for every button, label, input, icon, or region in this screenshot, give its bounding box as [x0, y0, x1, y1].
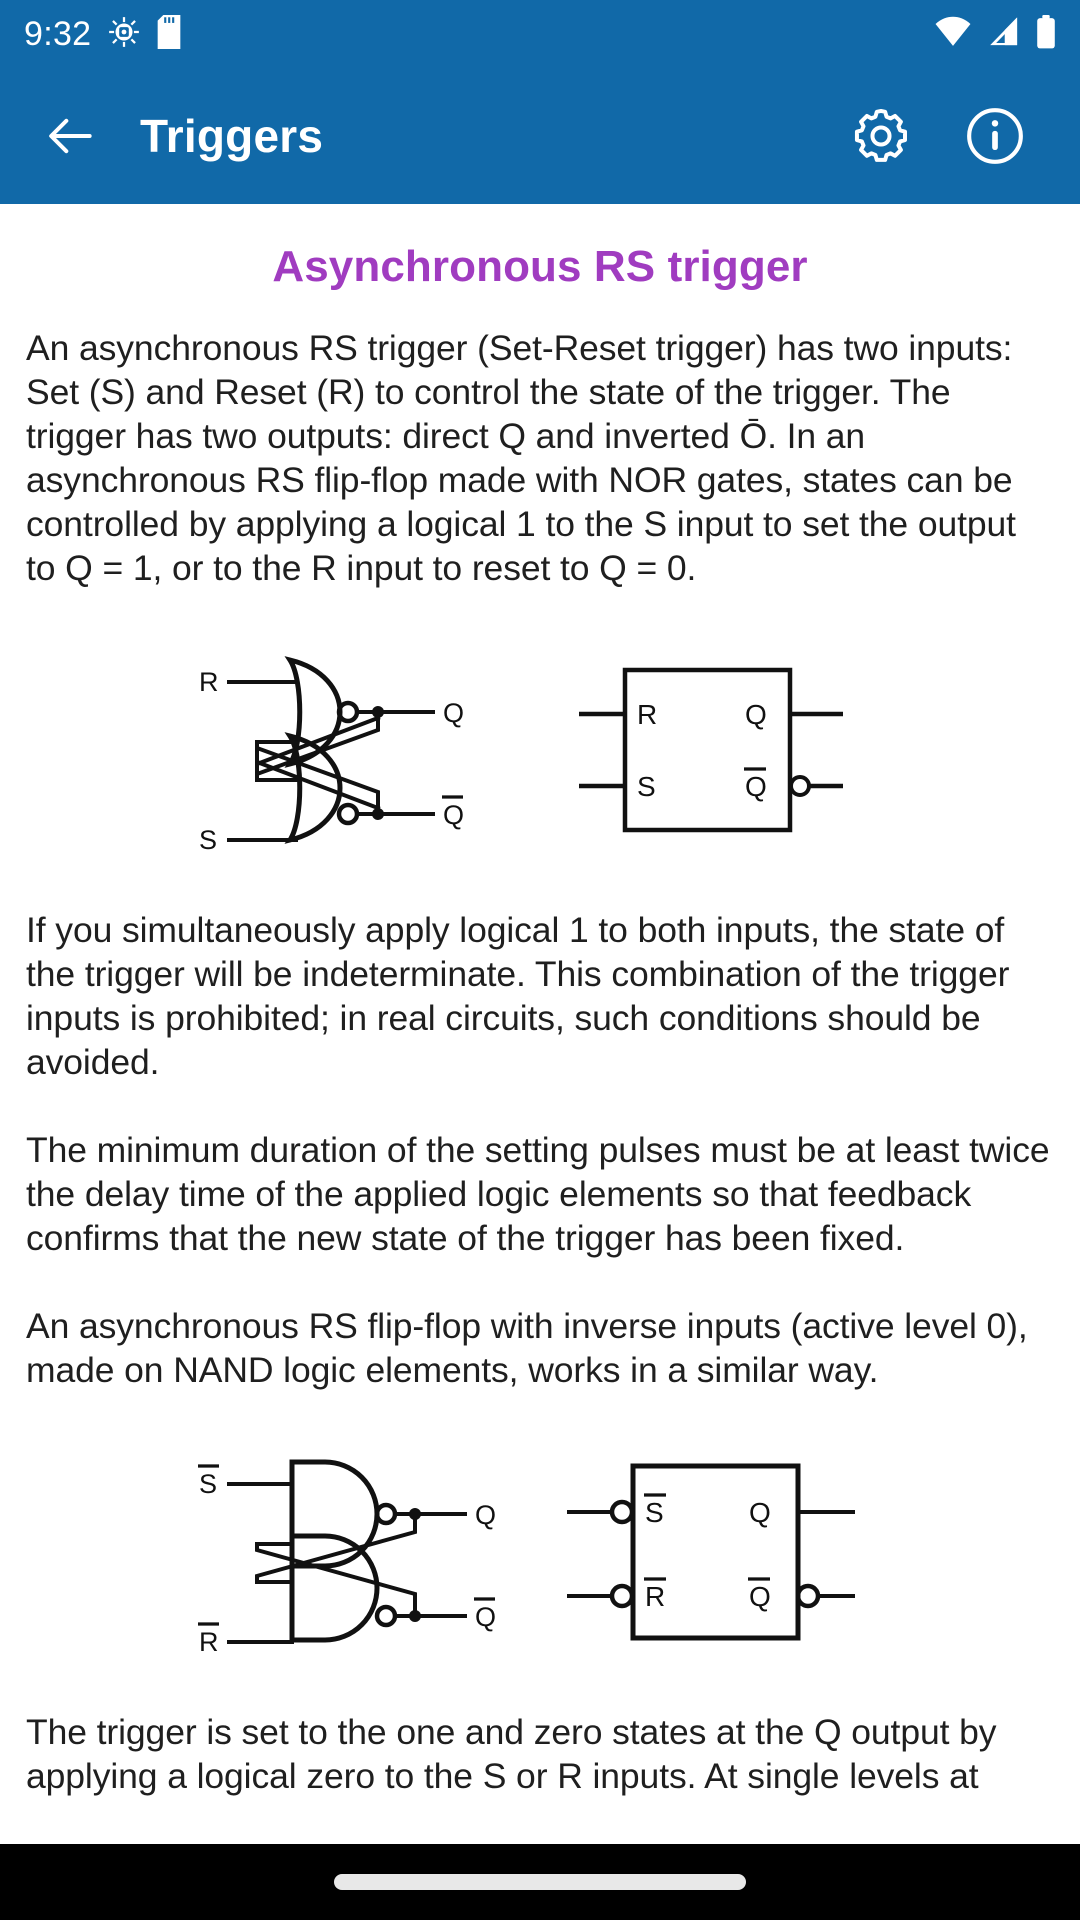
sd-card-icon: [157, 14, 181, 54]
app-bar-title: Triggers: [140, 110, 324, 162]
status-bar: 9:32: [0, 0, 1080, 68]
paragraph-5: The trigger is set to the one and zero s…: [26, 1712, 997, 1797]
app-bar: Triggers: [0, 68, 1080, 204]
info-icon: [967, 108, 1023, 164]
nor-rs-flip-flop-diagram: R S Q Q R S Q: [199, 656, 843, 855]
label-gate-input-bottom: S: [199, 825, 217, 855]
status-bar-right: [934, 14, 1056, 54]
label-gate-output-bottom: Q: [475, 1602, 496, 1632]
gear-icon: [854, 108, 908, 162]
figure-nand-rs-flip-flop: S R Q Q: [26, 1436, 1054, 1666]
home-gesture-handle[interactable]: [334, 1874, 746, 1890]
back-arrow-icon: [49, 118, 92, 154]
info-button[interactable]: [960, 101, 1030, 171]
wifi-icon: [934, 16, 972, 53]
label-gate-output-top: Q: [475, 1500, 496, 1530]
nand-rs-flip-flop-diagram: S R Q Q: [198, 1459, 855, 1657]
signal-icon: [986, 16, 1022, 53]
label-block-out-bottom: Q: [749, 1581, 771, 1612]
paragraph-4: An asynchronous RS flip-flop with invers…: [26, 1306, 1028, 1391]
status-bar-clock: 9:32: [24, 15, 92, 53]
label-block-in-bottom: S: [637, 771, 656, 802]
label-gate-output-bottom: Q: [443, 800, 464, 830]
system-nav-bar: [0, 1844, 1080, 1920]
label-block-out-top: Q: [749, 1497, 771, 1528]
label-gate-input-top: R: [199, 667, 219, 697]
label-gate-input-bottom: R: [199, 1627, 219, 1657]
battery-icon: [1036, 14, 1056, 54]
app-bar-actions: [846, 101, 1046, 171]
back-button[interactable]: [34, 99, 108, 173]
label-block-out-bottom: Q: [745, 771, 767, 802]
label-block-out-top: Q: [745, 699, 767, 730]
page-title: Asynchronous RS trigger: [272, 242, 808, 291]
status-bar-left: 9:32: [24, 14, 181, 54]
label-gate-input-top: S: [199, 1469, 217, 1499]
label-gate-output-top: Q: [443, 698, 464, 728]
android-debug-icon: [107, 15, 141, 54]
label-block-in-bottom: R: [645, 1581, 665, 1612]
settings-button[interactable]: [846, 101, 916, 171]
paragraph-1: An asynchronous RS trigger (Set-Reset tr…: [26, 328, 1016, 589]
article-scroll-area[interactable]: Asynchronous RS trigger An asynchronous …: [0, 204, 1080, 1844]
paragraph-2: If you simultaneously apply logical 1 to…: [26, 910, 1010, 1083]
label-block-in-top: R: [637, 699, 657, 730]
figure-nor-rs-flip-flop: R S Q Q R S Q: [26, 634, 1054, 864]
label-block-in-top: S: [645, 1497, 664, 1528]
paragraph-3: The minimum duration of the setting puls…: [26, 1130, 1050, 1259]
